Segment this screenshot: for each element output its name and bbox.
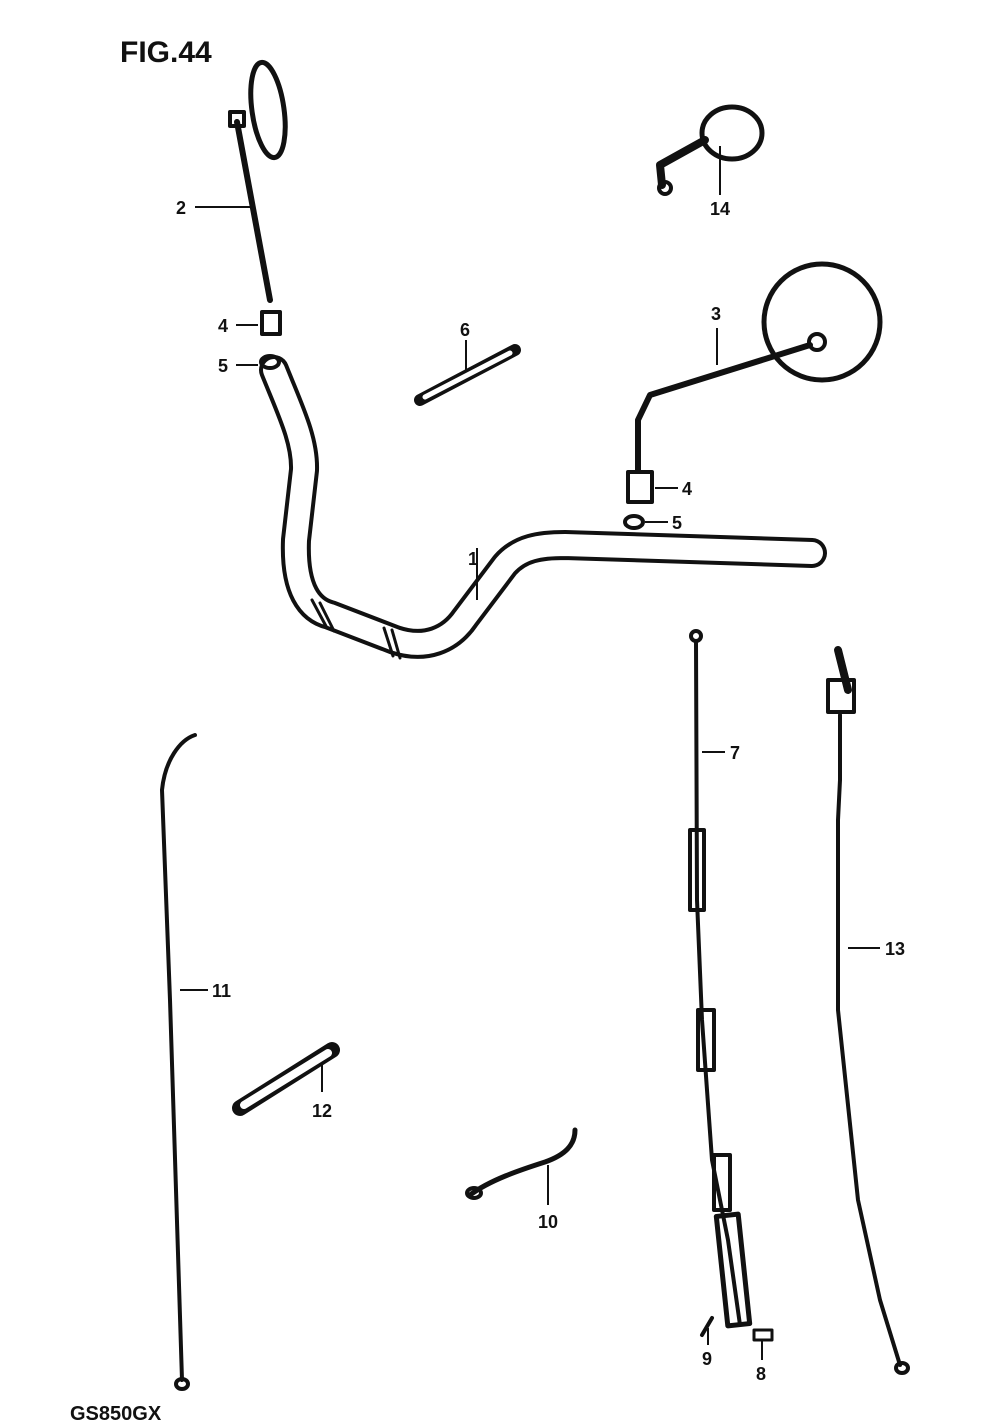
callout-12: 12 — [312, 1101, 332, 1121]
callout-14: 14 — [710, 199, 730, 219]
cable-7-part — [688, 629, 753, 1329]
leader-lines — [180, 146, 880, 1360]
callout-10: 10 — [538, 1212, 558, 1232]
cable-11-part — [160, 733, 197, 1391]
left-mirror-part — [228, 59, 288, 303]
callout-2: 2 — [176, 198, 186, 218]
callout-numbers: 1 2 3 4 5 4 5 6 7 8 9 10 11 12 13 14 — [176, 198, 905, 1384]
callout-5-right: 5 — [672, 513, 682, 533]
strap-part — [232, 1042, 340, 1116]
callout-6: 6 — [460, 320, 470, 340]
model-code: GS850GX — [70, 1403, 162, 1425]
callout-4-right: 4 — [682, 479, 692, 499]
callout-11: 11 — [212, 981, 231, 1001]
callout-13: 13 — [885, 939, 905, 959]
figure-title: FIG.44 — [120, 36, 212, 69]
callout-8: 8 — [756, 1364, 766, 1384]
callout-7: 7 — [730, 743, 740, 763]
mirror-adaptor-left — [259, 310, 282, 370]
switch-housing-part — [656, 104, 765, 196]
fitting-9-part — [700, 1316, 714, 1337]
callout-4-left: 4 — [218, 316, 228, 336]
callout-5-left: 5 — [218, 356, 228, 376]
cable-13-part — [826, 646, 910, 1375]
fitting-8-part — [752, 1328, 774, 1342]
right-mirror-part — [635, 261, 883, 473]
clamp-part — [414, 344, 521, 406]
mirror-adaptor-right — [623, 470, 654, 530]
callout-1: 1 — [468, 549, 478, 569]
cable-10-part — [465, 1127, 578, 1200]
callout-9: 9 — [702, 1349, 712, 1369]
handlebar-part — [259, 355, 827, 660]
callout-3: 3 — [711, 304, 721, 324]
